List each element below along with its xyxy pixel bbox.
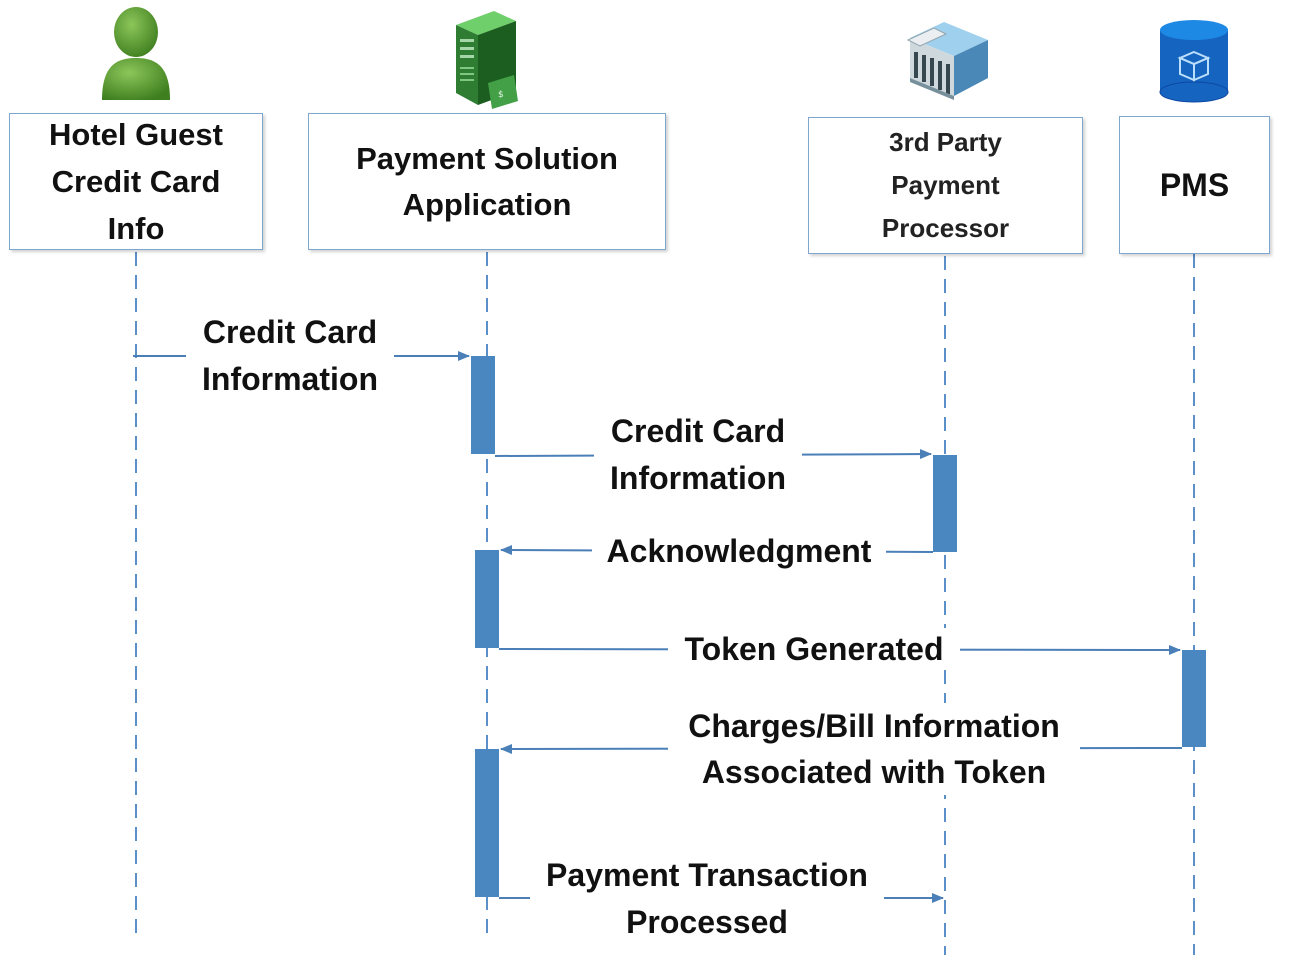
participant-guest: Hotel Guest Credit Card Info (9, 113, 263, 250)
message-label-2: Credit Card Information (594, 408, 802, 502)
message-label-1: Credit Card Information (186, 309, 394, 403)
participant-processor: 3rd Party Payment Processor (808, 117, 1083, 254)
participant-processor-label: 3rd Party Payment Processor (881, 127, 1010, 243)
activation-app-3 (475, 749, 499, 897)
database-cylinder-icon (1159, 20, 1229, 103)
bank-building-icon (906, 22, 988, 100)
message-label-6: Payment Transaction Processed (530, 852, 884, 946)
server-icon: $ (456, 11, 518, 109)
activation-app-1 (471, 356, 495, 454)
participant-app: Payment Solution Application (308, 113, 666, 250)
participant-app-label: Payment Solution Application (356, 140, 618, 222)
message-label-3: Acknowledgment (592, 530, 886, 572)
participant-pms: PMS (1119, 116, 1270, 254)
activation-pms (1182, 650, 1206, 747)
message-label-4: Token Generated (668, 628, 960, 670)
person-icon (102, 7, 170, 100)
activation-app-2 (475, 550, 499, 648)
svg-text:$: $ (498, 90, 504, 100)
participant-guest-label: Hotel Guest Credit Card Info (49, 117, 223, 246)
activation-processor (933, 455, 957, 552)
participant-pms-label: PMS (1159, 167, 1230, 203)
message-label-5: Charges/Bill Information Associated with… (668, 703, 1080, 795)
